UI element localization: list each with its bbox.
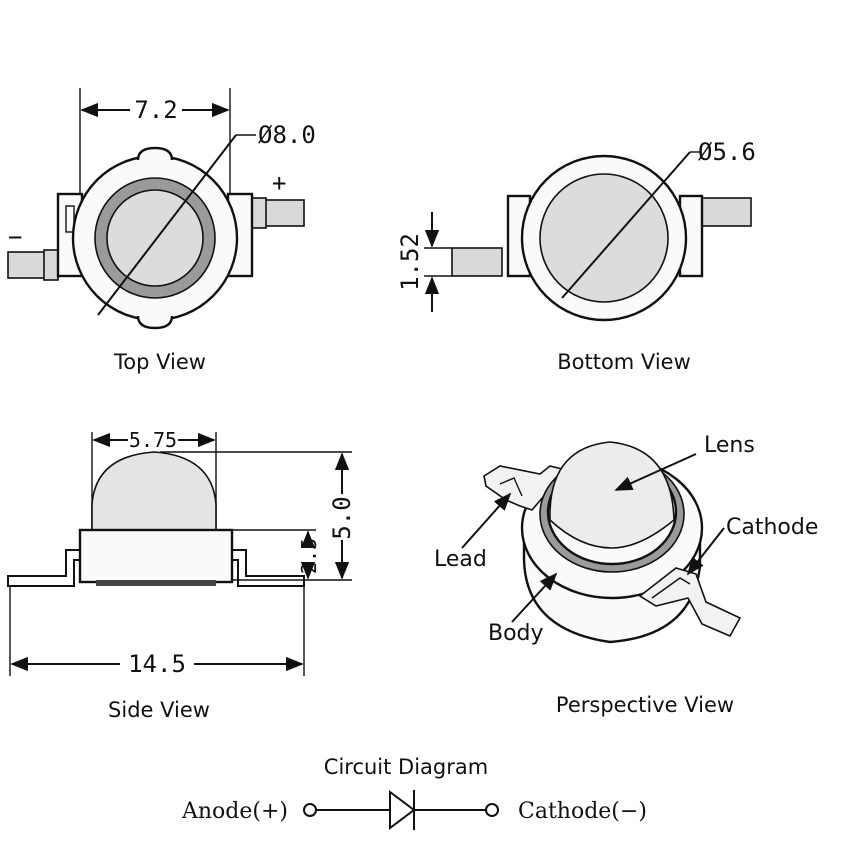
anode-terminal	[303, 803, 317, 817]
cathode-terminal	[485, 803, 499, 817]
circuit-title: Circuit Diagram	[324, 755, 488, 779]
circuit-diagram: Circuit Diagram Anode(+) Cathode(−)	[181, 755, 647, 830]
width-dimension: 7.2	[134, 96, 177, 124]
anode-label: Anode(+)	[181, 799, 288, 824]
height-dimension: 5.0	[328, 496, 356, 539]
lens-leader	[614, 453, 697, 491]
plus-sign: +	[272, 169, 286, 197]
body-notch	[136, 146, 174, 161]
diameter-leader	[561, 151, 691, 299]
perspective-view: Lens Cathode Lead Body Perspective View	[434, 433, 818, 717]
lead-detail	[651, 577, 691, 599]
lead-tab	[251, 197, 267, 229]
side-view: 5.75 5.0 2.5 14.5 Side View	[7, 428, 356, 722]
lens-width-dimension: 5.75	[129, 428, 177, 452]
lead-right-shape	[638, 567, 742, 638]
cathode-leader	[686, 527, 725, 576]
heat-slug	[96, 580, 216, 586]
length-dimension: 14.5	[128, 650, 186, 678]
diameter-leader	[97, 134, 237, 316]
lead-label: Lead	[434, 547, 487, 572]
lead-detail	[499, 477, 523, 497]
diode-triangle	[389, 790, 416, 830]
lead-leader	[461, 492, 512, 549]
body-leader	[511, 572, 558, 623]
bottom-view-caption: Bottom View	[557, 350, 691, 374]
perspective-view-caption: Perspective View	[556, 693, 734, 717]
side-view-caption: Side View	[108, 698, 210, 722]
lens-area	[106, 189, 204, 287]
lead-pad-right	[694, 197, 752, 227]
cathode-label: Cathode(−)	[518, 799, 647, 824]
bottom-view: Ø5.6 1.52 Bottom View	[396, 138, 756, 374]
body-label: Body	[488, 621, 544, 646]
cathode-label: Cathode	[726, 515, 818, 540]
lead-left	[7, 549, 80, 587]
top-view-caption: Top View	[113, 350, 206, 374]
lens-dome	[549, 441, 675, 549]
diameter-dimension: Ø8.0	[258, 121, 316, 149]
lead-right	[232, 549, 305, 587]
body-height-dimension: 2.5	[297, 538, 321, 574]
lead-dimension: 1.52	[396, 233, 424, 291]
diameter-dimension: Ø5.6	[698, 138, 756, 166]
body-notch	[136, 315, 174, 330]
top-view: 7.2 Ø8.0 − + Top View	[7, 88, 316, 374]
minus-sign: −	[8, 223, 22, 251]
led-body	[78, 528, 234, 584]
lead-tab	[43, 249, 59, 281]
lead-pad-left	[451, 247, 503, 277]
lens-label: Lens	[704, 433, 755, 458]
heat-pad	[539, 173, 669, 303]
lens-dome	[91, 451, 217, 531]
